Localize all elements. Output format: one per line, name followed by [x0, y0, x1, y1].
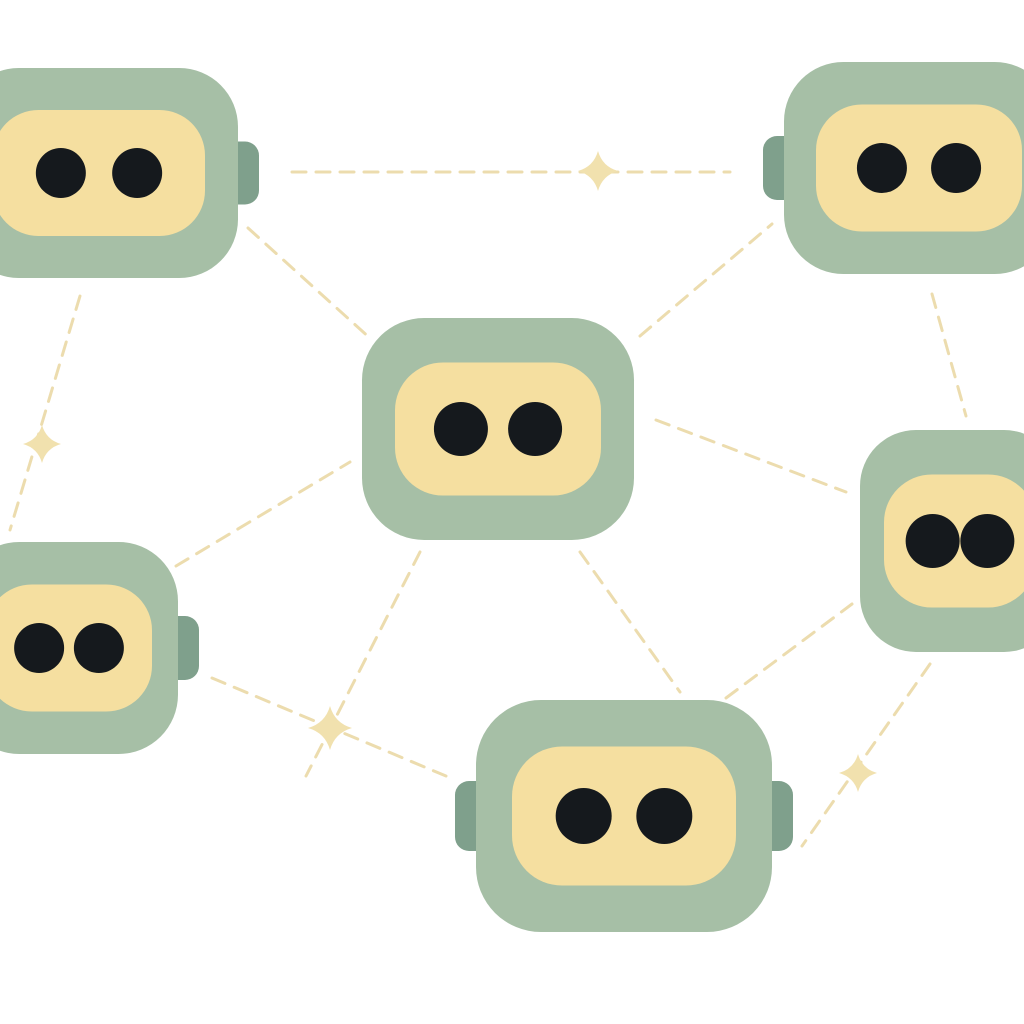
connection-line — [8, 294, 82, 532]
sparkle-icon — [578, 151, 618, 191]
robot-right — [860, 430, 1024, 652]
robot-top-right — [763, 62, 1024, 274]
connection-line — [930, 292, 968, 418]
eye-icon — [112, 148, 163, 198]
sparkle-icon — [308, 706, 352, 750]
eye-icon — [856, 143, 907, 193]
eye-icon — [14, 623, 65, 673]
eye-icon — [960, 514, 1015, 568]
connection-line — [724, 602, 854, 700]
robot-center — [362, 318, 634, 540]
connection-line — [654, 418, 848, 494]
connection-lines — [8, 170, 968, 848]
eye-icon — [433, 402, 488, 456]
eye-icon — [35, 148, 86, 198]
eye-icon — [931, 143, 982, 193]
sparkle-icon — [23, 425, 61, 463]
sparkles — [23, 151, 877, 792]
eye-icon — [636, 788, 693, 844]
visor — [395, 362, 601, 496]
connection-line — [304, 550, 422, 778]
connection-line — [174, 460, 352, 568]
eye-icon — [73, 623, 124, 673]
connection-line — [246, 226, 374, 342]
robots — [0, 62, 1024, 932]
visor — [816, 104, 1022, 232]
connection-line — [800, 662, 932, 848]
connection-line — [578, 550, 682, 694]
robot-bottom — [455, 700, 793, 932]
robot-bottom-left — [0, 542, 199, 754]
eye-icon — [508, 402, 563, 456]
visor — [512, 746, 736, 886]
robot-top-left — [0, 68, 259, 278]
eye-icon — [905, 514, 960, 568]
connection-line — [638, 222, 774, 338]
eye-icon — [555, 788, 612, 844]
visor — [0, 110, 205, 236]
sparkle-icon — [839, 754, 877, 792]
